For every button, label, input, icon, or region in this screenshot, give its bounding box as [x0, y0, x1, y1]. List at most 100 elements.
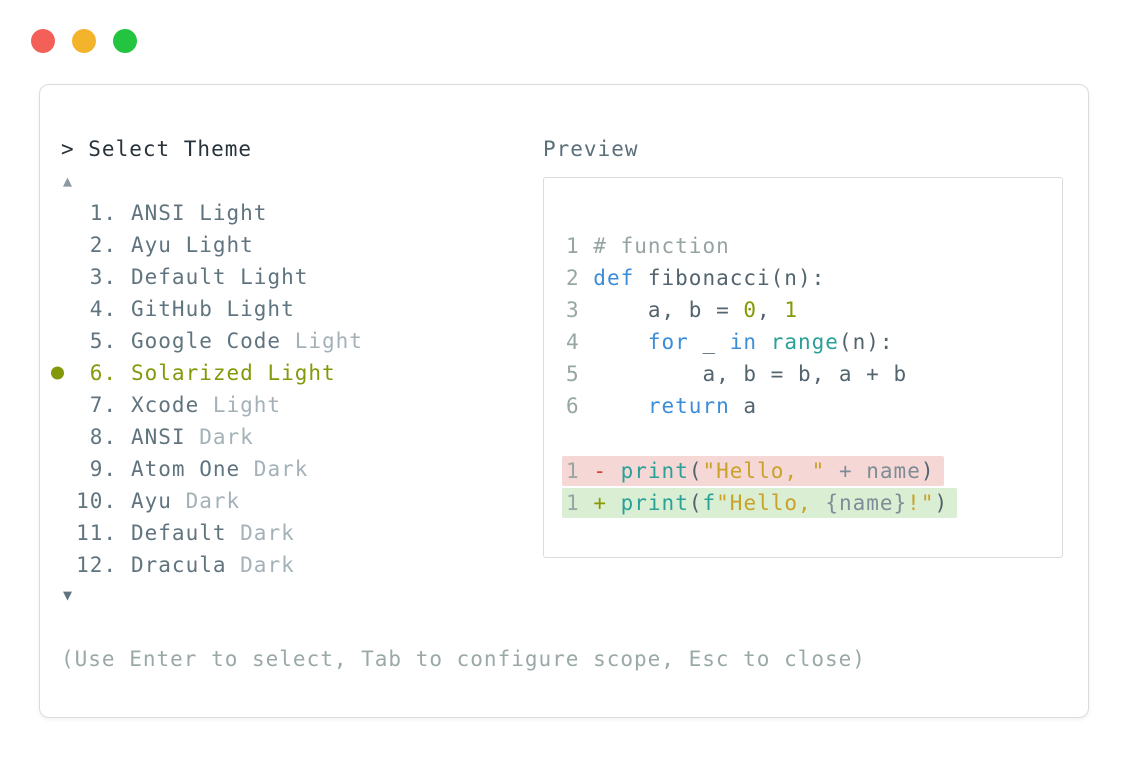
window-traffic-lights: [31, 29, 137, 53]
line-number: 1: [566, 234, 594, 258]
diff-line: 1 + print(f"Hello, {name}!"): [562, 486, 958, 518]
line-number: 1: [566, 491, 580, 515]
code-line: 6 return a: [566, 390, 957, 422]
code-token: -: [593, 459, 607, 483]
code-token: f: [702, 491, 717, 515]
theme-variant: Light: [199, 393, 282, 417]
theme-list-item[interactable]: 2.Ayu Light: [61, 229, 491, 261]
theme-name: ANSI: [131, 201, 186, 225]
traffic-light-zoom-button[interactable]: [113, 29, 137, 53]
code-token: name: [866, 459, 921, 483]
code-token: (: [688, 491, 703, 515]
theme-number: 10.: [76, 489, 117, 513]
theme-number: 9.: [89, 457, 117, 481]
scroll-down-icon: ▼: [63, 586, 74, 604]
theme-name: Xcode: [131, 393, 200, 417]
code-token: +: [838, 459, 853, 483]
theme-number: 4.: [89, 297, 117, 321]
code-token: print: [620, 459, 689, 483]
theme-list-item[interactable]: 4.GitHub Light: [61, 293, 491, 325]
traffic-light-minimize-button[interactable]: [72, 29, 96, 53]
code-token: (n):: [838, 330, 894, 354]
code-token: [757, 330, 771, 354]
code-token: [607, 491, 621, 515]
code-token: in: [729, 330, 758, 354]
theme-variant: Light: [185, 201, 268, 225]
theme-name: Solarized: [131, 361, 254, 385]
theme-list-item[interactable]: 8.ANSI Dark: [61, 421, 491, 453]
scroll-up-icon: ▲: [63, 172, 74, 190]
theme-name: ANSI: [131, 425, 186, 449]
line-number: 4: [566, 330, 594, 354]
code-token: _: [688, 330, 730, 354]
theme-number: 8.: [89, 425, 117, 449]
code-token: [593, 330, 648, 354]
code-token: # function: [593, 234, 730, 258]
code-line: 2 def fibonacci(n):: [566, 262, 957, 294]
code-token: [593, 394, 648, 418]
line-number: 2: [566, 266, 594, 290]
blank-line: [566, 422, 957, 454]
theme-name: Default: [131, 265, 227, 289]
code-token: !": [907, 491, 935, 515]
code-token: ): [934, 491, 949, 515]
theme-variant: Dark: [226, 553, 295, 577]
theme-list-item[interactable]: 7. Xcode Light: [61, 389, 491, 421]
theme-list-item[interactable]: 5. Google Code Light: [61, 325, 491, 357]
theme-number: 2.: [89, 233, 117, 257]
code-token: def: [593, 266, 635, 290]
theme-number: 1.: [89, 201, 117, 225]
code-line: 1 # function: [566, 230, 957, 262]
code-token: "Hello, ": [702, 459, 826, 483]
theme-list-item[interactable]: 3. Default Light: [61, 261, 491, 293]
line-number: 1: [566, 459, 580, 483]
code-token: a, b =: [593, 298, 744, 322]
theme-list-item[interactable]: 11. Default Dark: [61, 517, 491, 549]
code-line: 3 a, b = 0, 1: [566, 294, 957, 326]
code-token: [580, 459, 594, 483]
theme-number: 7.: [89, 393, 117, 417]
code-line: 5 a, b = b, a + b: [566, 358, 957, 390]
traffic-light-close-button[interactable]: [31, 29, 55, 53]
theme-number: 5.: [89, 329, 117, 353]
theme-number: 3.: [89, 265, 117, 289]
selected-bullet-icon: [51, 366, 64, 380]
theme-number: 12.: [76, 553, 117, 577]
theme-name: Default: [131, 521, 227, 545]
code-line: 4 for _ in range(n):: [566, 326, 957, 358]
theme-list-item[interactable]: 6.Solarized Light: [51, 357, 491, 389]
code-token: [607, 459, 621, 483]
theme-list-item[interactable]: 10.Ayu Dark: [61, 485, 491, 517]
code-token: (: [688, 459, 703, 483]
code-token: print: [620, 491, 689, 515]
theme-name: Google Code: [131, 329, 282, 353]
theme-name: Ayu: [131, 489, 172, 513]
code-token: ): [920, 459, 935, 483]
theme-variant: Light: [281, 329, 363, 353]
theme-variant: Light: [226, 265, 309, 289]
code-token: for: [647, 330, 689, 354]
diff-highlight: 1 - print("Hello, " + name): [562, 456, 944, 486]
code-token: [825, 459, 839, 483]
keyboard-hint: (Use Enter to select, Tab to configure s…: [61, 647, 866, 671]
theme-list-item[interactable]: 9. Atom One Dark: [61, 453, 491, 485]
theme-variant: Dark: [226, 521, 295, 545]
theme-list-item[interactable]: 1. ANSI Light: [61, 197, 491, 229]
code-token: "Hello,: [716, 491, 826, 515]
theme-list-item[interactable]: 12.Dracula Dark: [61, 549, 491, 581]
theme-variant: Light: [212, 297, 295, 321]
theme-number: 11.: [76, 521, 117, 545]
theme-variant: Light: [171, 233, 254, 257]
line-number: 6: [566, 394, 594, 418]
theme-name: Atom One: [131, 457, 241, 481]
line-number: 3: [566, 298, 594, 322]
theme-variant: Light: [253, 361, 336, 385]
code-token: 0: [743, 298, 758, 322]
code-token: +: [593, 491, 607, 515]
theme-variant: Dark: [240, 457, 309, 481]
code-token: a: [729, 394, 758, 418]
